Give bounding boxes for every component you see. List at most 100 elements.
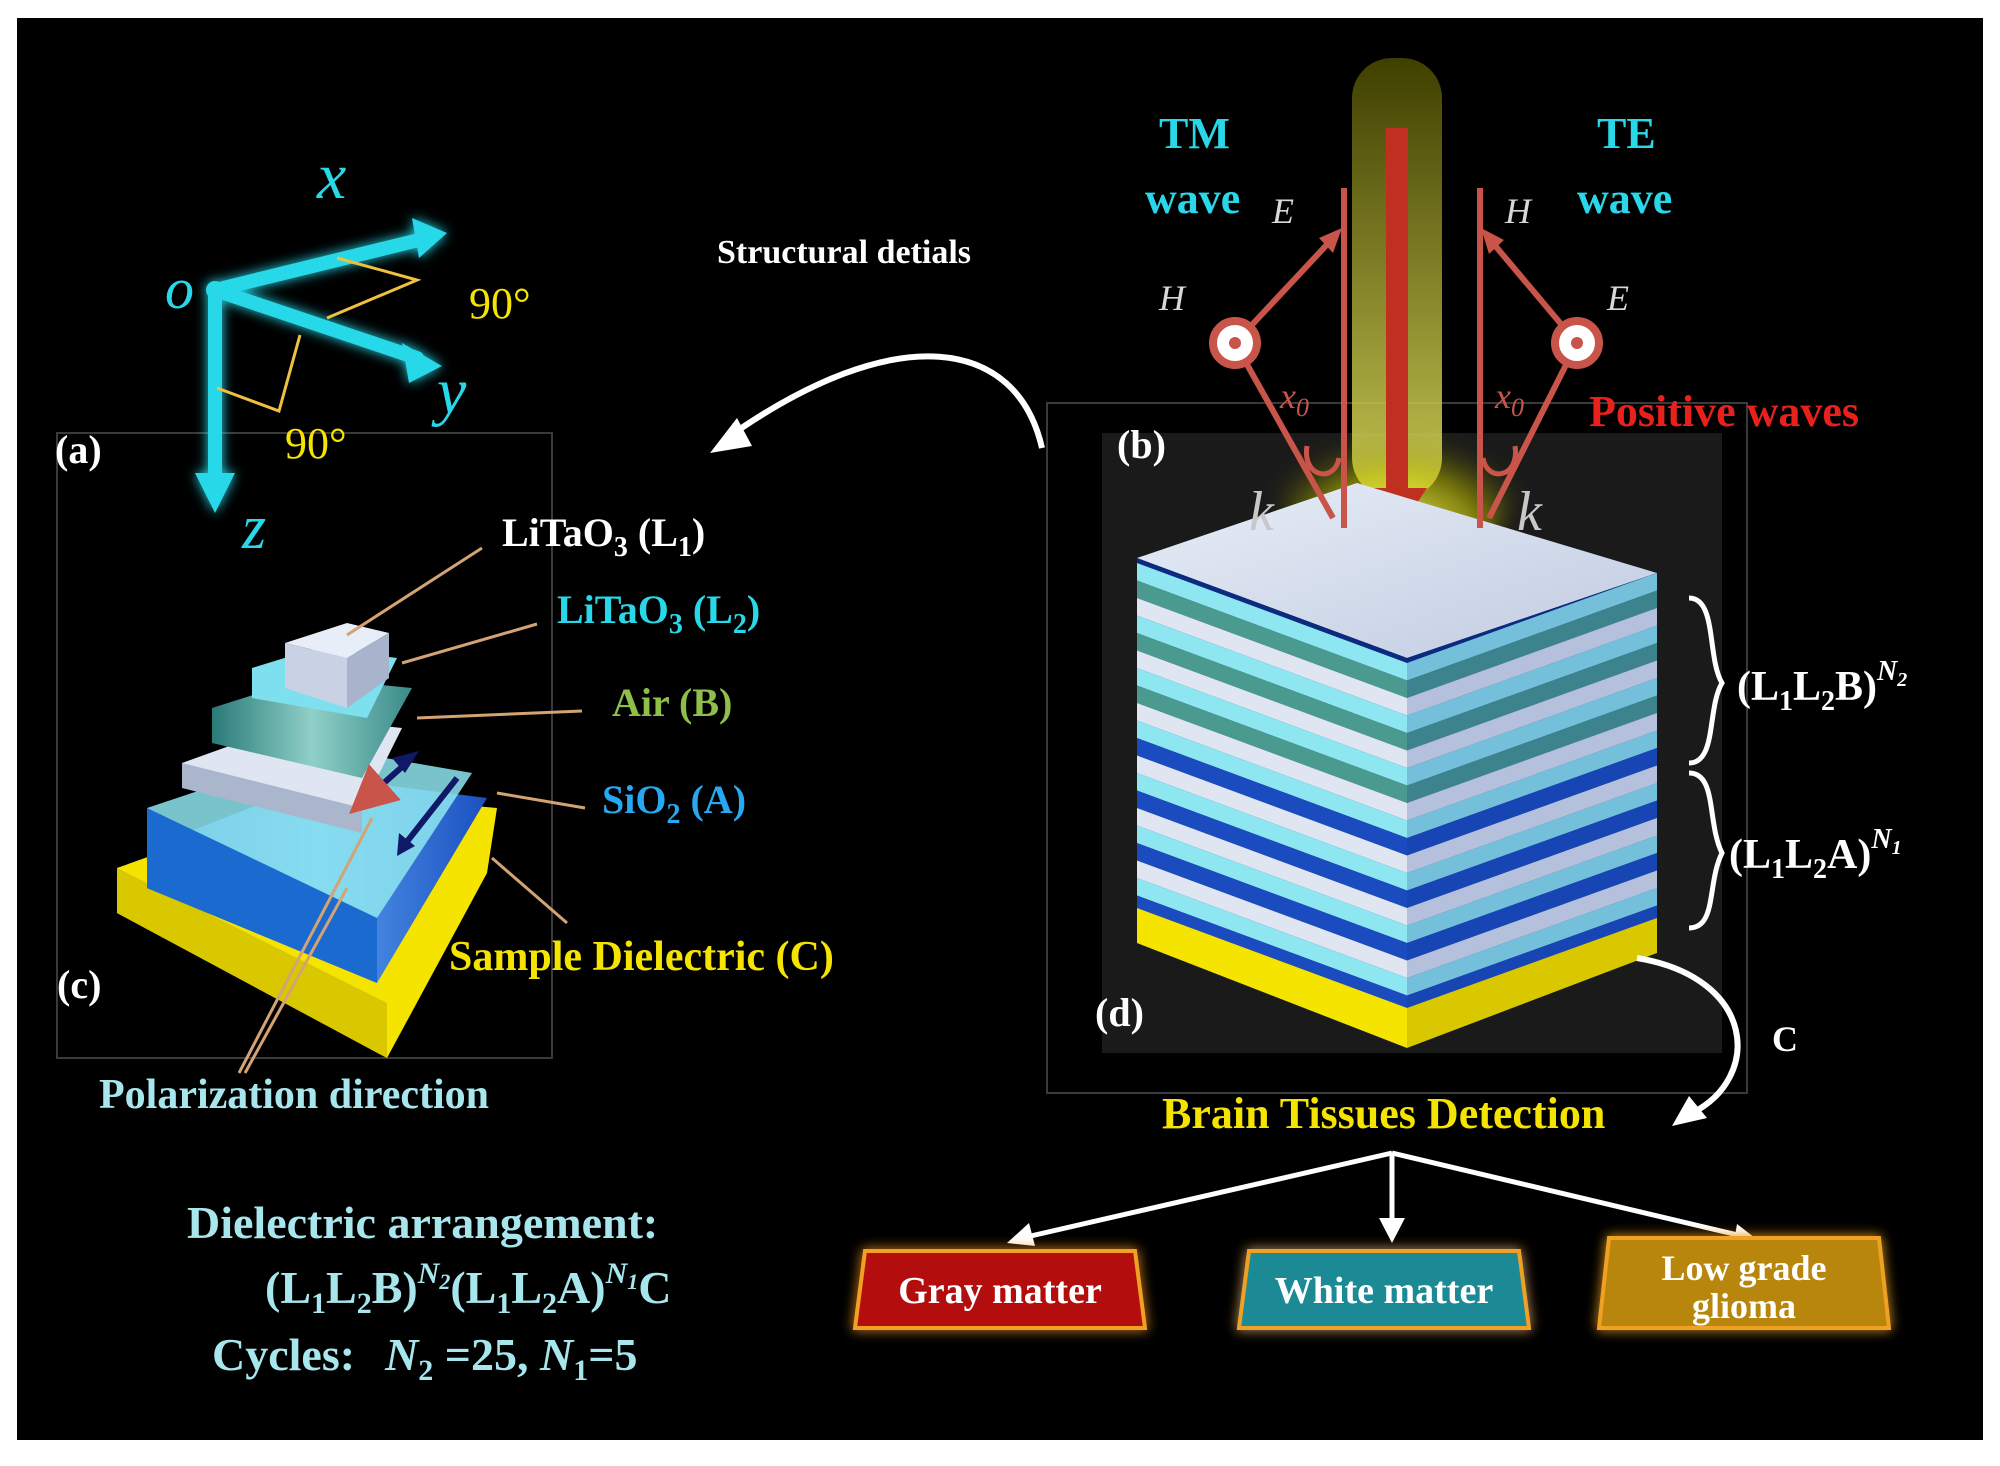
box-glioma-label-line2: glioma [1692,1286,1796,1326]
cube-layer-left [1137,860,1407,978]
cube-layer-right [1407,608,1657,716]
cube-layer-right [1407,590,1657,698]
detection-tree [1021,1150,1743,1241]
figure-canvas: x y z o 90° 90° (a) (c) [17,18,1983,1440]
cube-layer-left [1137,650,1407,768]
cube-layer-right [1407,695,1657,803]
angle-label-top: 90° [469,279,531,328]
box-glioma-label-line1: Low grade [1662,1248,1827,1288]
x-axis-head [412,218,447,258]
tm-e-label: E [1271,191,1294,231]
right-angle-top [326,256,422,320]
box-gray-matter-label: Gray matter [898,1270,1102,1312]
z-axis-head [195,473,235,513]
cube-layer-right [1407,800,1657,908]
left-panel-frame [56,432,553,1059]
multilayer-cube [1137,483,1657,1048]
cube-base-sample-right [1407,918,1657,1048]
diagram-svg: x y z o 90° 90° (a) (c) [55,58,1907,1387]
te-x0-label: x0 [1494,376,1524,422]
wave-rays [1209,188,1603,528]
cube-layer-right [1407,678,1657,786]
cube-layer-left [1137,563,1407,681]
tm-wave-subtitle: wave [1145,174,1240,223]
cube-layer-right [1407,783,1657,891]
cube-layer-left [1137,720,1407,838]
cube-layer-right [1407,853,1657,961]
origin-label: o [165,256,194,321]
positive-waves-label: Positive waves [1589,387,1859,436]
brace-top [1688,595,1725,766]
cube-layer-left [1137,825,1407,943]
panel-label-d: (d) [1095,990,1144,1035]
label-sio2-a: SiO2 (A) [602,777,746,830]
polarization-arrow-2 [399,776,460,850]
tm-h-label: H [1158,278,1187,318]
label-litao3-l2: LiTaO3 (L2) [557,587,760,640]
structural-details-label: Structural detials [717,234,971,271]
angle-label-bottom: 90° [285,419,347,468]
pyramid-structure [117,623,497,1058]
cube-layer-left [1137,668,1407,786]
cube-layer-left [1137,808,1407,926]
cube-layer-right [1407,643,1657,751]
cube-layer-right [1407,660,1657,768]
box-white-matter-label: White matter [1275,1270,1494,1312]
label-sample-dielectric: Sample Dielectric (C) [449,934,834,980]
box-white-matter: White matter [1236,1249,1532,1330]
tm-k-label: k [1249,481,1275,543]
cube-left-face [1137,558,1407,1028]
coordinate-axes [195,218,447,513]
z-axis-label: z [241,494,266,562]
tm-x0-label: x0 [1279,376,1309,422]
cube-layer-left [1137,703,1407,821]
x-axis-line [208,231,434,297]
cube-layer-left [1137,773,1407,891]
cube-layer-left [1137,615,1407,733]
x-axis-label: x [316,140,346,213]
cube-layer-right [1407,835,1657,943]
y-axis-line [208,283,424,365]
pyramid-leader-lines [237,546,586,1074]
stack-label-top: (L1L2B)N2 [1737,656,1907,717]
panel-label-a: (a) [55,427,102,472]
cube-layer-right [1407,818,1657,926]
cube-layer-left [1137,755,1407,873]
arrangement-formula: (L1L2B)N2(L1L2A)N1C [265,1257,672,1320]
te-wave-subtitle: wave [1577,174,1672,223]
cube-layer-left [1137,843,1407,961]
arrangement-cycles: Cycles:N2 =25, N1=5 [212,1329,637,1387]
sample-c-label: C [1772,1019,1798,1059]
panel-label-b: (b) [1117,422,1166,467]
box-gray-matter: Gray matter [852,1249,1148,1330]
right-panel: TM wave TE wave E H H E k k x0 x0 Positi… [1046,58,1907,1126]
cube-layer-left [1137,580,1407,698]
arrangement-heading: Dielectric arrangement: [187,1197,658,1248]
right-angle-bottom [216,334,302,413]
detection-title: Brain Tissues Detection [1162,1089,1605,1138]
label-polarization-direction: Polarization direction [99,1072,489,1118]
stack-label-bottom: (L1L2A)N1 [1729,824,1902,885]
cube-layer-left [1137,790,1407,908]
y-axis-label: y [431,355,467,428]
tm-k-vector [1232,341,1336,520]
te-e-label: E [1606,278,1629,318]
te-h-label: H [1504,191,1533,231]
tm-angle-arc [1304,445,1342,477]
cube-layer-right [1407,625,1657,733]
label-litao3-l1: LiTaO3 (L1) [502,510,705,563]
cube-layer-right [1407,573,1657,681]
cube-layer-right [1407,713,1657,821]
panel-label-c: (c) [57,962,101,1007]
cube-layer-left [1137,633,1407,751]
cube-layer-left [1137,598,1407,716]
cube-top-face [1137,483,1657,658]
te-wave-title: TE [1597,109,1656,158]
y-axis-head [402,343,442,383]
brace-bottom [1688,770,1725,931]
cube-layer-left [1137,685,1407,803]
te-k-vector [1486,341,1580,520]
origin-dot [206,281,224,299]
cube-layer-right [1407,888,1657,996]
